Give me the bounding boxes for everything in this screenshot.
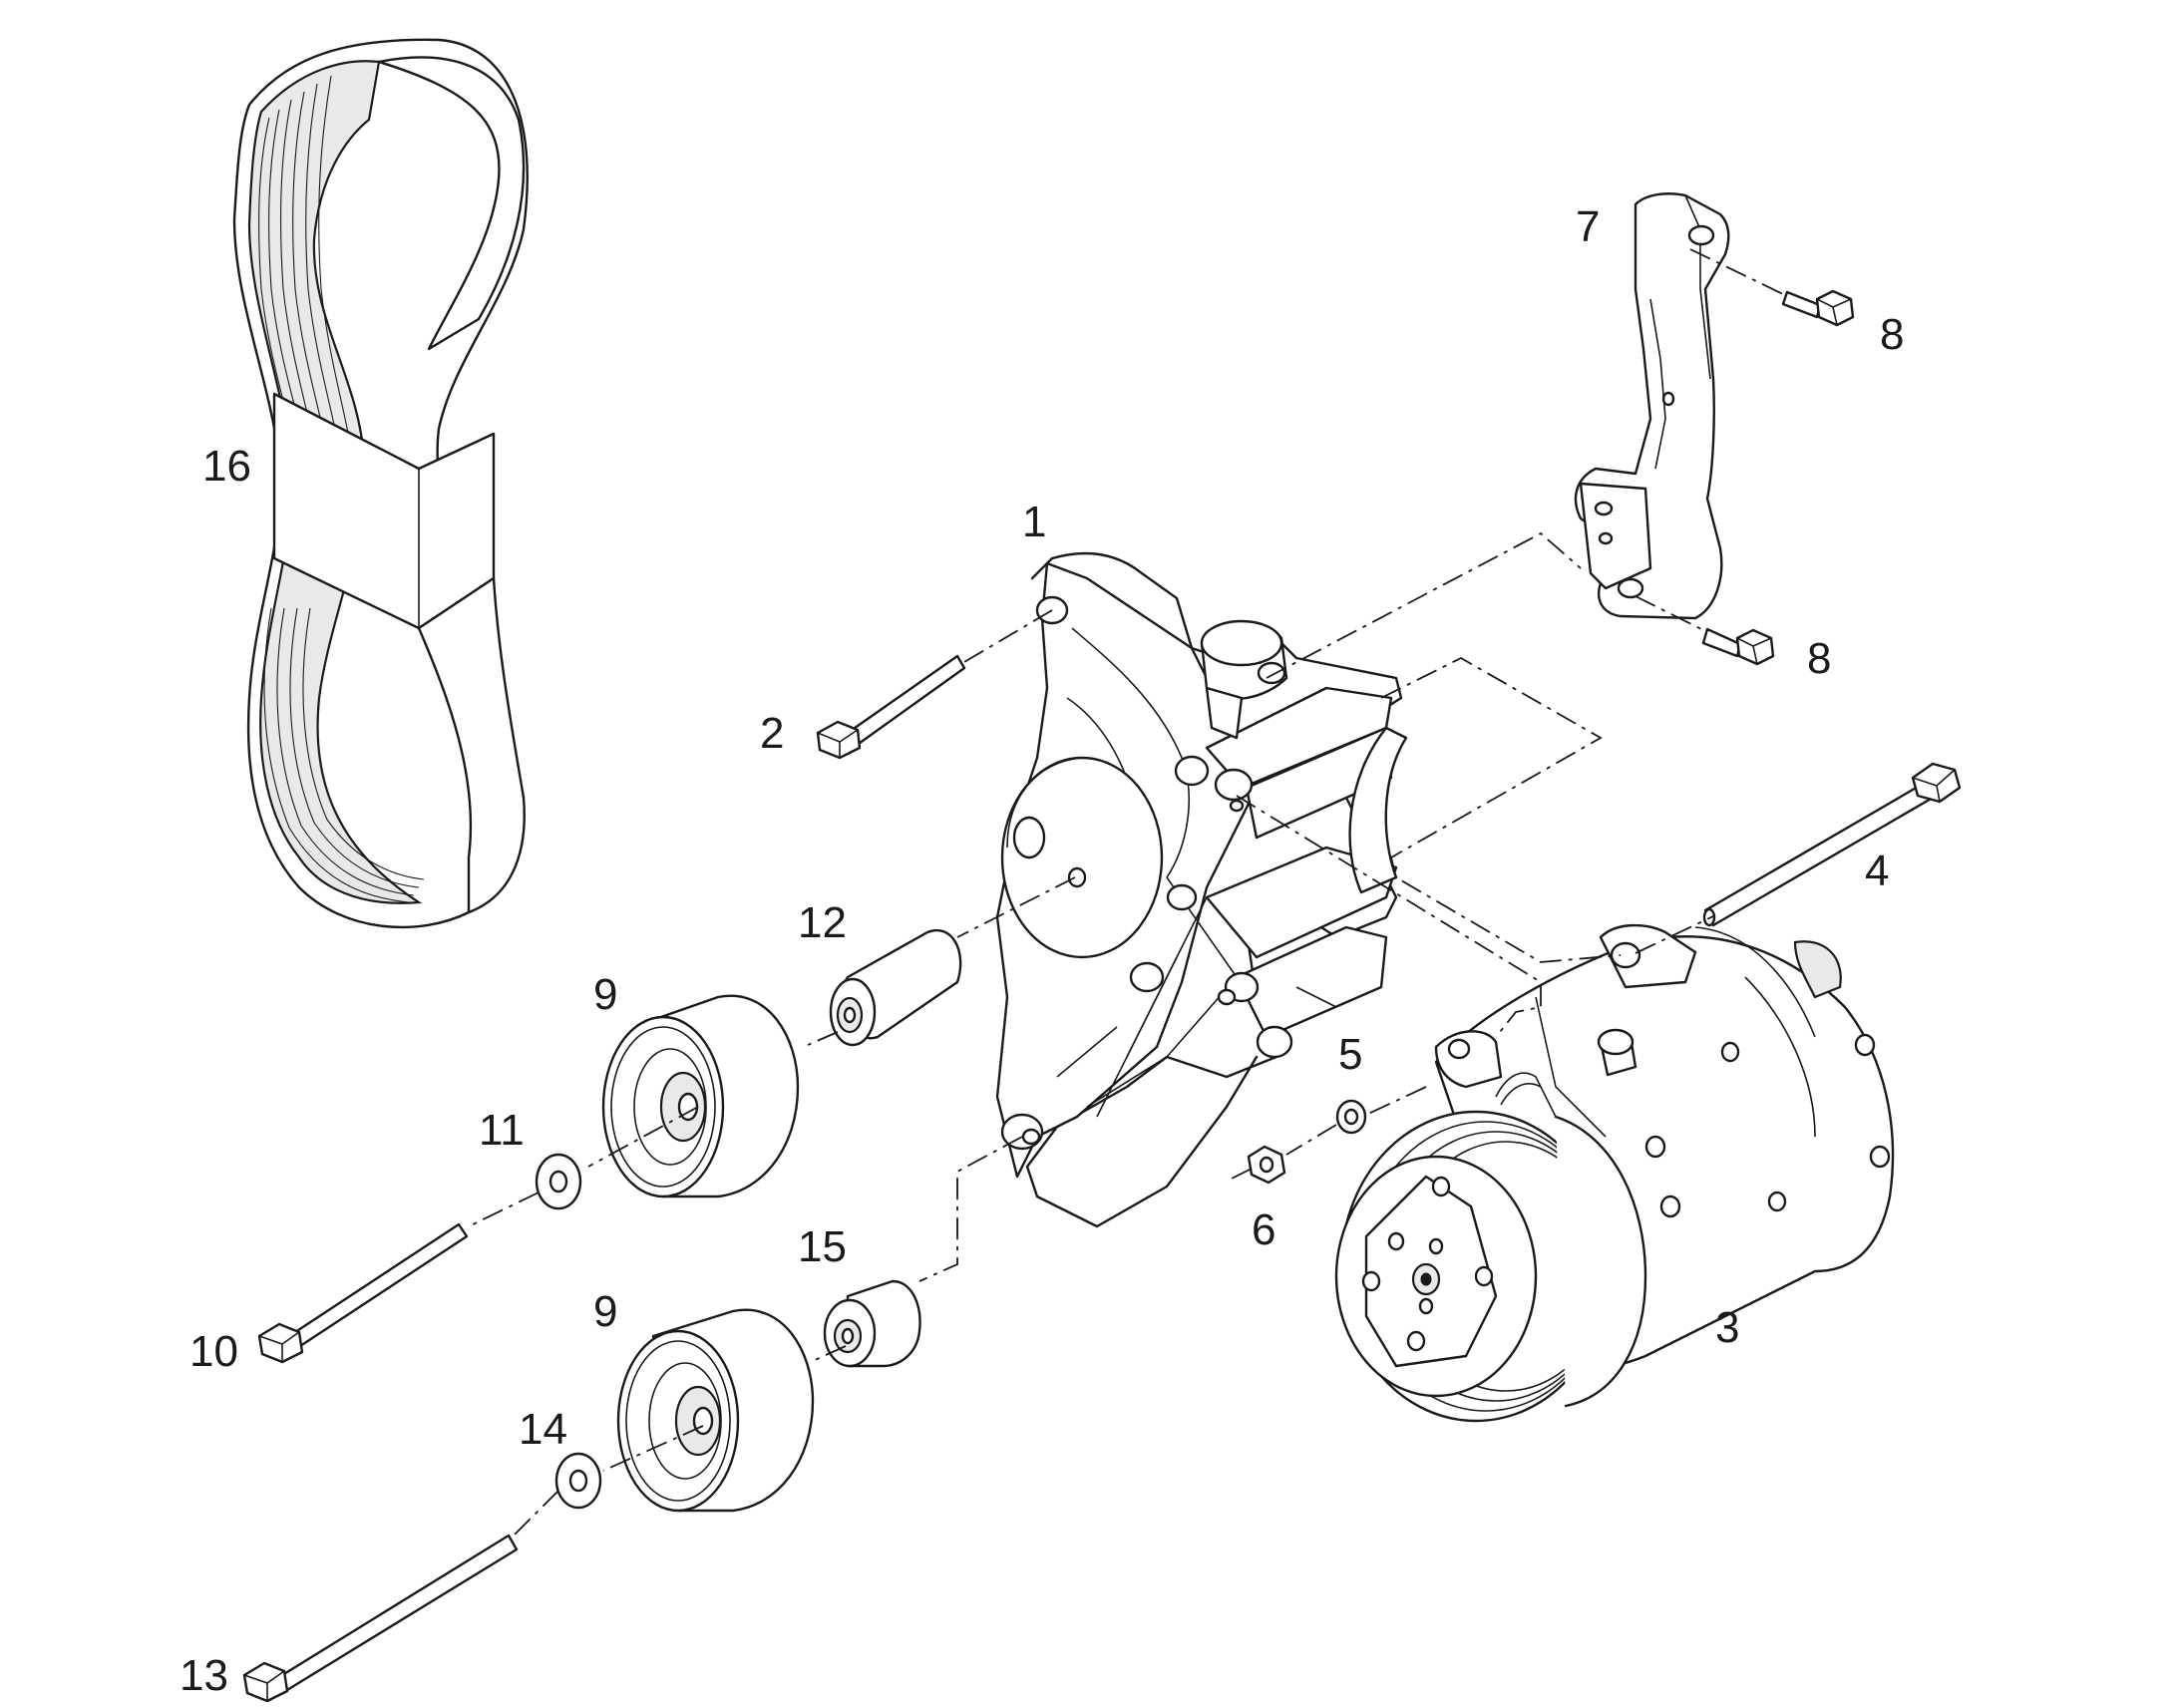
bolt-8-upper [1781, 289, 1855, 327]
callout-13: 13 [180, 1651, 228, 1700]
bolt-10 [257, 1222, 469, 1364]
callout-1: 1 [1022, 498, 1046, 546]
callout-4: 4 [1865, 847, 1889, 895]
mounting-bracket-1 [995, 551, 1408, 1228]
callout-9-lower: 9 [593, 1287, 617, 1336]
callout-6: 6 [1252, 1205, 1275, 1254]
washer-11 [535, 1153, 582, 1210]
callout-7: 7 [1576, 202, 1600, 251]
callout-5: 5 [1338, 1030, 1362, 1079]
callout-labels: 1 2 3 4 5 6 7 8 8 9 9 10 11 12 13 14 15 … [180, 202, 1904, 1700]
callout-16: 16 [202, 442, 251, 491]
callout-14: 14 [519, 1405, 567, 1454]
belt-16 [232, 38, 529, 929]
callout-8-upper: 8 [1880, 310, 1904, 359]
bolt-8-lower [1701, 627, 1775, 666]
bolt-2 [816, 654, 966, 760]
callout-9-upper: 9 [593, 970, 617, 1019]
callout-8-lower: 8 [1807, 634, 1831, 683]
nut-6 [1247, 1145, 1286, 1185]
compressor-3 [1334, 923, 1895, 1423]
bolt-4 [1702, 762, 1962, 927]
callout-10: 10 [189, 1327, 238, 1376]
belt-ribs [258, 75, 425, 903]
callout-3: 3 [1715, 1303, 1739, 1352]
alignment-leader-lines [468, 248, 1786, 1537]
bushing-15 [823, 1279, 921, 1368]
idler-pulley-9-upper [601, 994, 800, 1198]
callout-15: 15 [798, 1222, 847, 1271]
washer-14 [554, 1452, 602, 1510]
washer-5 [1335, 1099, 1367, 1135]
bolt-13 [242, 1534, 519, 1703]
strap-bracket-7 [1574, 192, 1730, 620]
callout-12: 12 [798, 898, 847, 947]
callout-2: 2 [760, 709, 784, 758]
callout-11: 11 [479, 1106, 525, 1155]
spacer-12 [829, 928, 962, 1047]
idler-pulley-9-lower [616, 1308, 815, 1513]
